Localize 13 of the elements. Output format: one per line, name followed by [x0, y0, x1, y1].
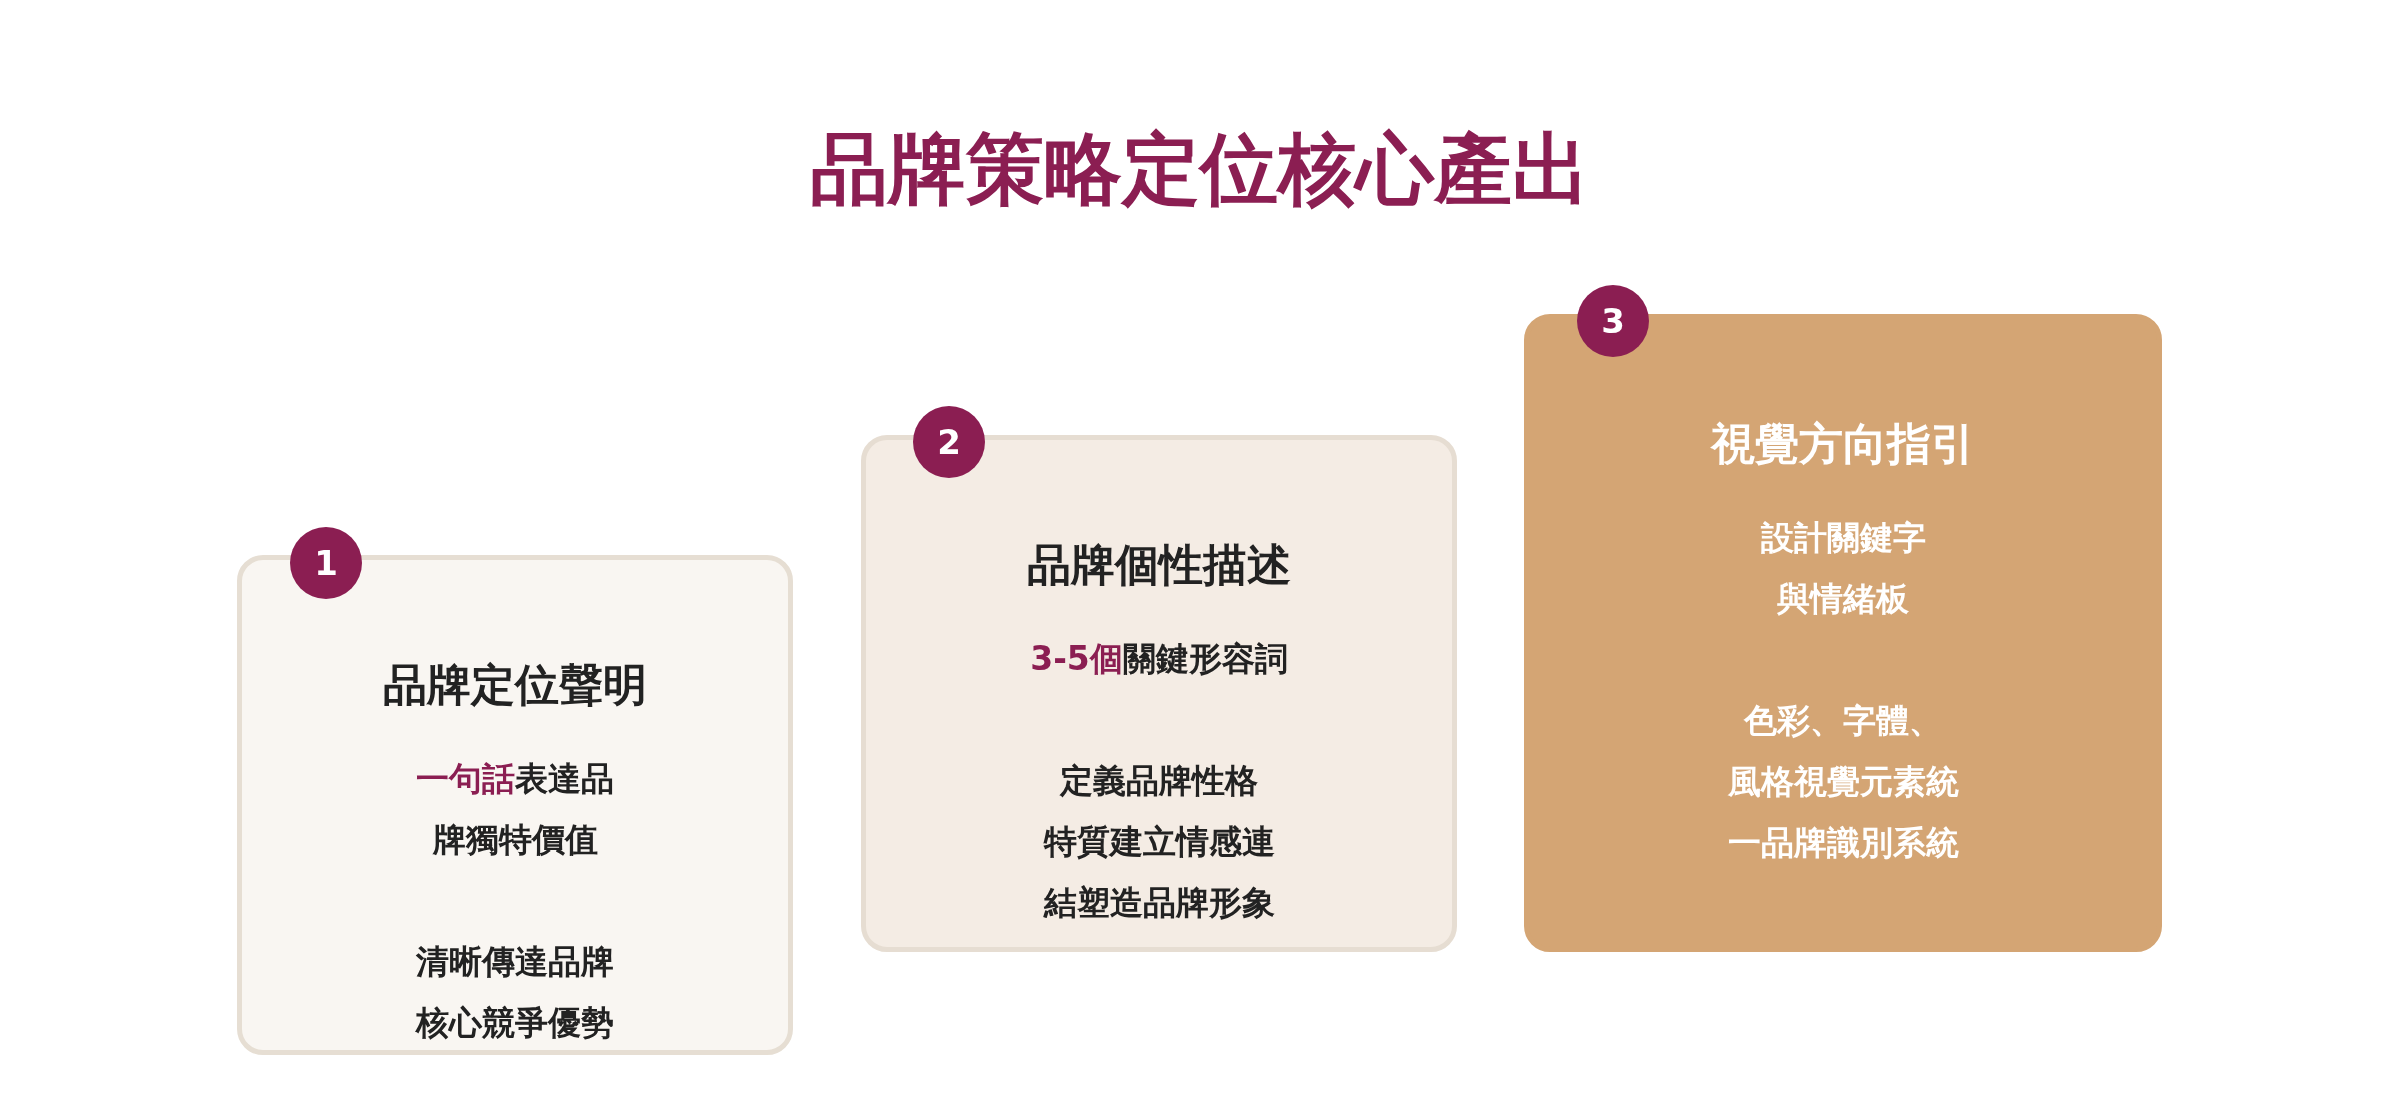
card-text: 色彩、字體、風格視覺元素統一品牌識別系統 [1726, 700, 1960, 864]
title: 品牌策略定位核心產出 [809, 123, 1591, 216]
number-badge: 3 [1577, 285, 1649, 357]
card-heading: 品牌個性描述 [1027, 538, 1291, 592]
number-badge: 2 [913, 406, 985, 478]
number-badge: 1 [290, 527, 362, 599]
card-text: 定義品牌性格特質建立情感連結塑造品牌形象 [1042, 760, 1276, 924]
card-text: 3-5個關鍵形容詞 [1030, 638, 1288, 680]
card-text: 清晰傳達品牌核心競爭優勢 [414, 941, 615, 1044]
card-heading: 品牌定位聲明 [383, 658, 647, 712]
card-heading: 視覺方向指引 [1711, 417, 1975, 471]
card-text: 設計關鍵字與情緒板 [1759, 517, 1927, 620]
card-text: 一句話表達品牌獨特價值 [415, 758, 615, 861]
